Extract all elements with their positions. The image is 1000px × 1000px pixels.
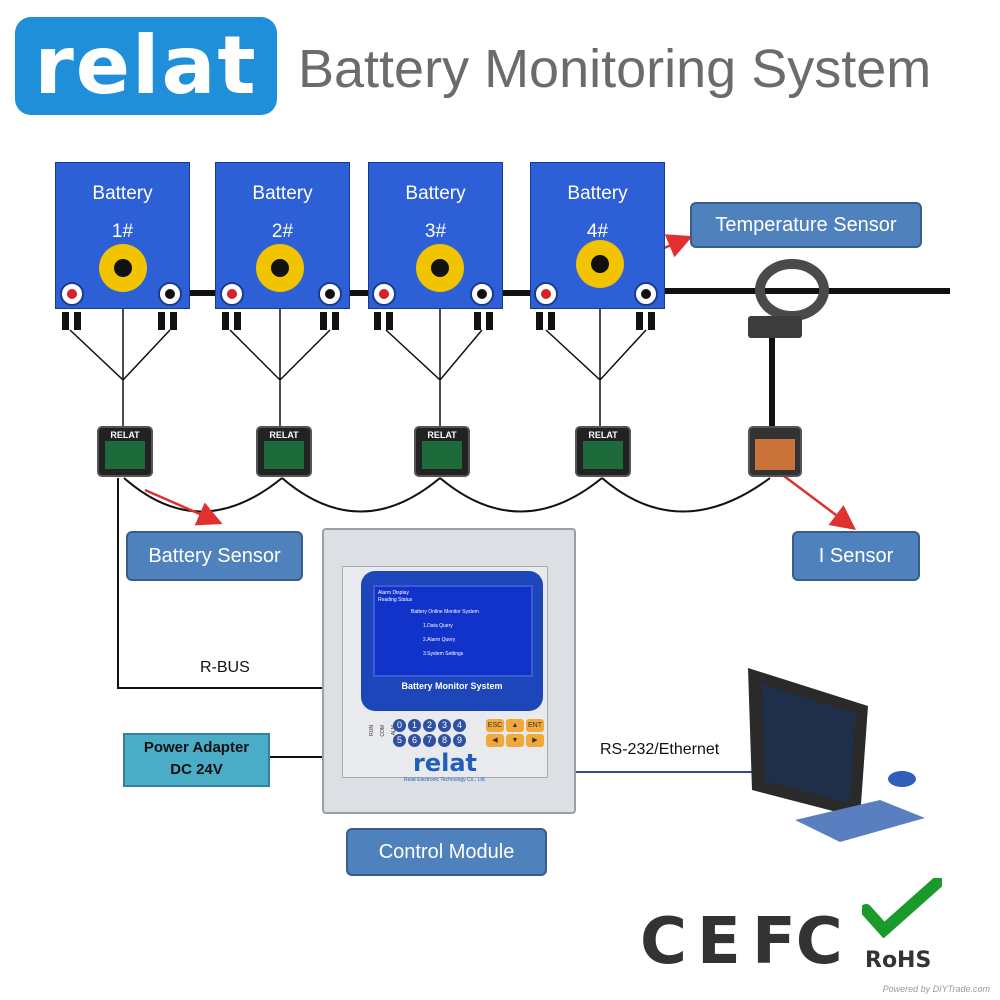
led-run-label: RUN: [369, 725, 375, 736]
key-9[interactable]: 9: [453, 734, 466, 747]
down-arrow-key[interactable]: ▼: [506, 734, 524, 747]
battery-number: 1#: [111, 221, 134, 242]
arrow-battery-sensor: [144, 488, 223, 526]
checkmark-icon: [862, 878, 942, 938]
power-adapter-label: Power Adapter: [143, 739, 250, 756]
battery-number: 4#: [586, 221, 609, 242]
control-module: Alarm Display Reading Status Battery Onl…: [322, 528, 576, 814]
key-2[interactable]: 2: [423, 719, 436, 732]
i-sensor-callout: I Sensor: [792, 531, 920, 581]
lcd-screen: Alarm Display Reading Status Battery Onl…: [373, 585, 533, 677]
temperature-sensor-callout: Temperature Sensor: [690, 202, 922, 248]
relat-logo: relat: [15, 17, 277, 115]
lcd-menu-item[interactable]: 3.System Settings: [423, 651, 464, 657]
battery-sensor-2: RELAT: [256, 426, 312, 477]
rs232-label: RS-232/Ethernet: [600, 741, 720, 758]
key-1[interactable]: 1: [408, 719, 421, 732]
battery-number: 3#: [424, 221, 447, 242]
esc-key[interactable]: ESC: [486, 719, 504, 732]
battery-sensor-callout: Battery Sensor: [126, 531, 303, 581]
key-6[interactable]: 6: [408, 734, 421, 747]
lcd-menu-item[interactable]: 2.Alarm Query: [423, 637, 456, 643]
lcd-header-2: Reading Status: [378, 597, 413, 603]
key-0[interactable]: 0: [393, 719, 406, 732]
sensor-brand: RELAT: [110, 430, 140, 440]
controller-brand-logo: relat: [412, 749, 477, 777]
battery-label: Battery: [405, 183, 466, 204]
ent-key[interactable]: ENT: [526, 719, 544, 732]
watermark: Powered by DIYTrade.com: [882, 984, 990, 994]
sensor-brand: RELAT: [269, 430, 299, 440]
control-module-callout: Control Module: [346, 828, 547, 876]
current-sensor-module: [748, 426, 802, 477]
battery-label: Battery: [567, 183, 628, 204]
battery-number: 2#: [271, 221, 294, 242]
battery-sensor-4: RELAT: [575, 426, 631, 477]
lcd-bezel: Alarm Display Reading Status Battery Onl…: [361, 571, 543, 711]
up-arrow-key[interactable]: ▲: [506, 719, 524, 732]
battery-label: Battery: [252, 183, 313, 204]
lcd-header-1: Alarm Display: [378, 590, 409, 596]
rbus-label: R-BUS: [200, 659, 250, 676]
power-adapter-callout: Power Adapter DC 24V: [123, 733, 270, 787]
led-com-label: COM: [380, 725, 386, 737]
battery-sensor-1: RELAT: [97, 426, 153, 477]
key-7[interactable]: 7: [423, 734, 436, 747]
battery-label: Battery: [92, 183, 153, 204]
sensor-brand: RELAT: [588, 430, 618, 440]
key-3[interactable]: 3: [438, 719, 451, 732]
key-8[interactable]: 8: [438, 734, 451, 747]
right-arrow-key[interactable]: ▶: [526, 734, 544, 747]
page-title: Battery Monitoring System: [298, 39, 932, 99]
arrow-i-sensor: [783, 475, 856, 530]
left-arrow-key[interactable]: ◀: [486, 734, 504, 747]
terminal-posts: [60, 282, 658, 306]
sensor-brand: RELAT: [427, 430, 457, 440]
rohs-mark: RoHS: [865, 948, 932, 973]
battery-terminals: [60, 240, 658, 330]
current-transformer: [748, 259, 829, 338]
key-5[interactable]: 5: [393, 734, 406, 747]
wire-clips: [62, 312, 655, 330]
lcd-menu-item[interactable]: 1.Data Query: [423, 623, 453, 629]
panel-title: Battery Monitor System: [401, 681, 503, 691]
power-adapter-voltage: DC 24V: [170, 761, 223, 778]
key-4[interactable]: 4: [453, 719, 466, 732]
ce-mark: CE: [640, 905, 751, 979]
lcd-title: Battery Online Monitor System: [411, 609, 479, 615]
fcc-mark: FC: [752, 905, 843, 979]
battery-sensor-3: RELAT: [414, 426, 470, 477]
temperature-probe-icon: [99, 240, 624, 292]
control-panel: Alarm Display Reading Status Battery Onl…: [342, 566, 548, 783]
company-name: Relat Electronic Technology Co., Ltd.: [404, 777, 486, 783]
computer-illustration: [748, 668, 925, 842]
